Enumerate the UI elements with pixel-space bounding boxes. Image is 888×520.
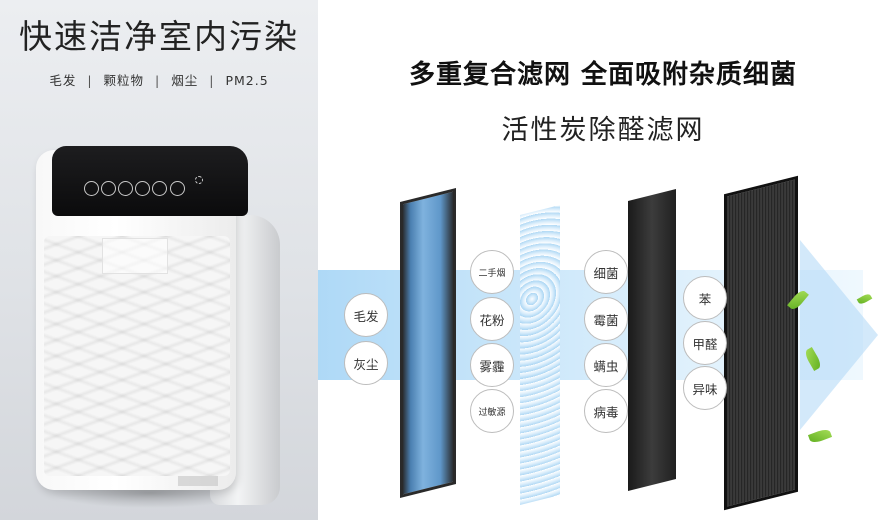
separator: | bbox=[155, 73, 161, 88]
pollutant-bubble-smoke: 二手烟 bbox=[470, 250, 514, 294]
pollutant-item: 毛发 bbox=[49, 73, 77, 88]
purifier-front-texture bbox=[44, 236, 230, 476]
pollutant-item: PM2.5 bbox=[225, 73, 269, 88]
pollutant-bubble-hair: 毛发 bbox=[344, 293, 388, 337]
purifier-nameplate bbox=[178, 476, 218, 486]
carbon-sheet-image bbox=[628, 189, 676, 491]
separator: | bbox=[209, 73, 215, 88]
power-icon bbox=[84, 181, 99, 196]
pollutant-item: 烟尘 bbox=[171, 73, 199, 88]
airflow-arrow-icon bbox=[800, 240, 878, 430]
pollutant-bubble-haze: 雾霾 bbox=[470, 343, 514, 387]
pollutant-bubble-dust: 灰尘 bbox=[344, 341, 388, 385]
pollutant-bubble-virus: 病毒 bbox=[584, 389, 628, 433]
pollutant-bubble-bacteria: 细菌 bbox=[584, 250, 628, 294]
pollutant-bubble-benzene: 苯 bbox=[683, 276, 727, 320]
pollutant-bubble-allergen: 过敏源 bbox=[470, 389, 514, 433]
hepa-filter-image bbox=[400, 188, 456, 498]
timer-icon bbox=[135, 181, 150, 196]
pollutant-bubble-odor: 异味 bbox=[683, 366, 727, 410]
product-panel: 快速洁净室内污染 毛发 | 颗粒物 | 烟尘 | PM2.5 bbox=[0, 0, 318, 520]
cotton-filter-image bbox=[520, 205, 560, 505]
lock-icon bbox=[170, 181, 185, 196]
indicator-light-icon bbox=[195, 176, 203, 184]
leaf-icon bbox=[807, 427, 833, 445]
pollutant-bubble-formaldehyde: 甲醛 bbox=[683, 321, 727, 365]
pollutant-bubble-mold: 霉菌 bbox=[584, 297, 628, 341]
purifier-sensor-window bbox=[102, 238, 168, 274]
mode-icon bbox=[101, 181, 116, 196]
filter-subheadline: 活性炭除醛滤网 bbox=[501, 115, 705, 146]
separator: | bbox=[87, 73, 93, 88]
product-headline: 快速洁净室内污染 bbox=[19, 17, 299, 56]
activated-carbon-filter-image bbox=[724, 175, 798, 511]
purifier-control-panel bbox=[52, 146, 248, 216]
pollutant-item: 颗粒物 bbox=[103, 73, 145, 88]
sleep-icon bbox=[118, 181, 133, 196]
pollutant-bubble-pollen: 花粉 bbox=[470, 297, 514, 341]
anion-icon bbox=[152, 181, 167, 196]
filter-headline: 多重复合滤网 全面吸附杂质细菌 bbox=[408, 60, 798, 90]
pollutant-list: 毛发 | 颗粒物 | 烟尘 | PM2.5 bbox=[0, 70, 318, 89]
pollutant-bubble-mite: 螨虫 bbox=[584, 343, 628, 387]
